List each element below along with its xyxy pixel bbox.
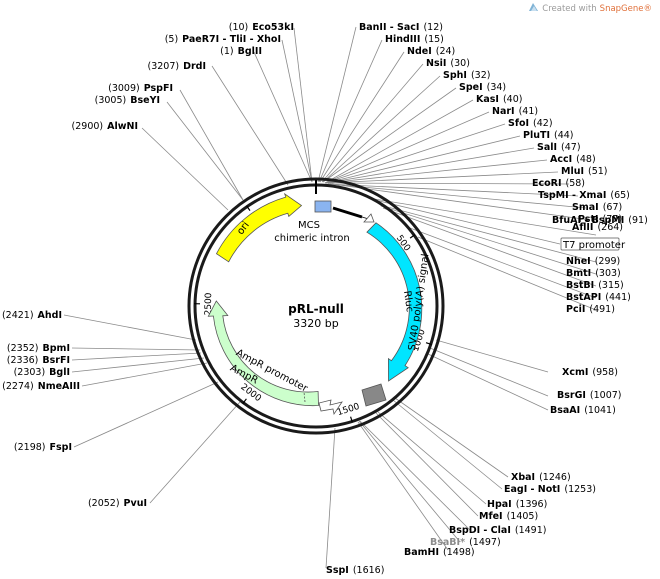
site-bamhi: BamHI(1498) [404,547,475,558]
site-ndei: NdeI(24) [407,46,455,57]
site-tspmi-xmai: TspMI - XmaI(65) [538,190,630,201]
site-eagi-noti: EagI - NotI(1253) [504,484,596,495]
snapgene-credit: Created with SnapGene® [528,2,652,16]
site-nari: NarI(41) [492,106,538,117]
site-sali: SalI(47) [537,142,581,153]
site-smai: SmaI(67) [572,202,622,213]
site-bsrgi: BsrGI(1007) [557,390,622,401]
feature-label-chimeric-intron: chimeric intron [274,233,349,244]
tick-mark [246,205,251,211]
site-xbai: XbaI(1246) [511,472,571,483]
site-banii-saci: BanII - SacI(12) [359,22,443,33]
feature-rluc-arrow [366,222,423,382]
site-xcmi: XcmI(958) [562,367,618,378]
tick-mark [350,416,353,423]
site-ahdi: (2421)AhdI [2,310,62,321]
site-bspdi-clai: BspDI - ClaI(1491) [449,525,546,536]
site-sphi: SphI(32) [443,70,490,81]
site-ecori: EcoRI(58) [532,178,585,189]
feature-label-mcs: MCS [298,220,320,231]
site-bgli: (2303)BglI [14,367,70,378]
site-alwni: (2900)AlwNI [72,121,138,132]
feature-label-t7-promoter: T7 promoter [562,240,626,251]
site-bstapi: BstAPI(441) [566,292,631,303]
site-bpmi: (2352)BpmI [7,343,70,354]
site-pvui: (2052)PvuI [88,498,147,509]
site-drdi: (3207)DrdI [148,61,207,72]
tick-mark [425,342,432,346]
feature-chimeric-intron-mark [332,206,363,219]
site-hpai: HpaI(1396) [487,499,547,510]
site-pcii: PciI(491) [566,304,615,315]
site-bsaai: BsaAI(1041) [550,405,616,416]
backbone [187,177,445,435]
site-fspi: (2198)FspI [14,442,72,453]
site-bfuai-bspmi: BfuAI - BspMI(91) [552,215,648,226]
site-sspi: SspI(1616) [326,565,384,576]
restriction-sites: (10)Eco53kI (5)PaeR7I - TliI - XhoI (1)B… [2,22,648,576]
site-sfoi: SfoI(42) [508,118,553,129]
site-nmeaiii: (2274)NmeAIII [2,381,80,392]
feature-label-rluc: Rluc [401,290,415,313]
site-paer7i-tlii-xhoi: (5)PaeR7I - TliI - XhoI [165,34,281,45]
site-acci: AccI(48) [550,154,596,165]
site-mlui: MluI(51) [561,166,608,177]
features [207,192,423,416]
site-bglii: (1)BglII [220,46,262,57]
site-pluti: PluTI(44) [523,130,574,141]
feature-sv40-box [361,383,387,407]
site-mfei: MfeI(1405) [479,511,538,522]
site-aflii: AflII(264) [572,222,623,233]
feature-ampr-arrow [207,300,319,407]
site-nsii: NsiI(30) [426,58,470,69]
site-bseyi: (3005)BseYI [95,95,160,106]
credit-brand: SnapGene® [599,4,652,14]
plasmid-name: pRL-null [288,302,344,316]
credit-prefix: Created with [542,4,597,14]
site-hindiii: HindIII(15) [385,34,444,45]
site-nhei: NheI(299) [566,256,620,267]
site-bstbi: BstBI(315) [566,280,624,291]
map-center: pRL-null 3320 bp [288,302,344,330]
feature-t7-promoter-mark [363,213,375,223]
snapgene-logo-icon [528,2,539,16]
leader-lines [63,26,597,569]
site-kasi: KasI(40) [476,94,522,105]
site-pspfi: (3009)PspFI [108,83,173,94]
tick-mark [242,398,247,404]
site-psti: PstI(77) [578,214,622,225]
feature-ampr-promoter-arrow [318,399,343,416]
site-bsabi: BsaBI*(1497) [430,537,501,548]
site-bmti: BmtI(303) [566,268,621,279]
tick-label: 2500 [204,292,214,315]
feature-mcs-box [314,200,332,213]
site-eco53ki: (10)Eco53kI [229,22,294,33]
plasmid-size: 3320 bp [293,317,338,330]
feature-ori-arrow [215,192,303,263]
site-spei: SpeI(34) [459,82,506,93]
site-bsrfi: (2336)BsrFI [7,355,70,366]
tick-mark [409,234,416,239]
